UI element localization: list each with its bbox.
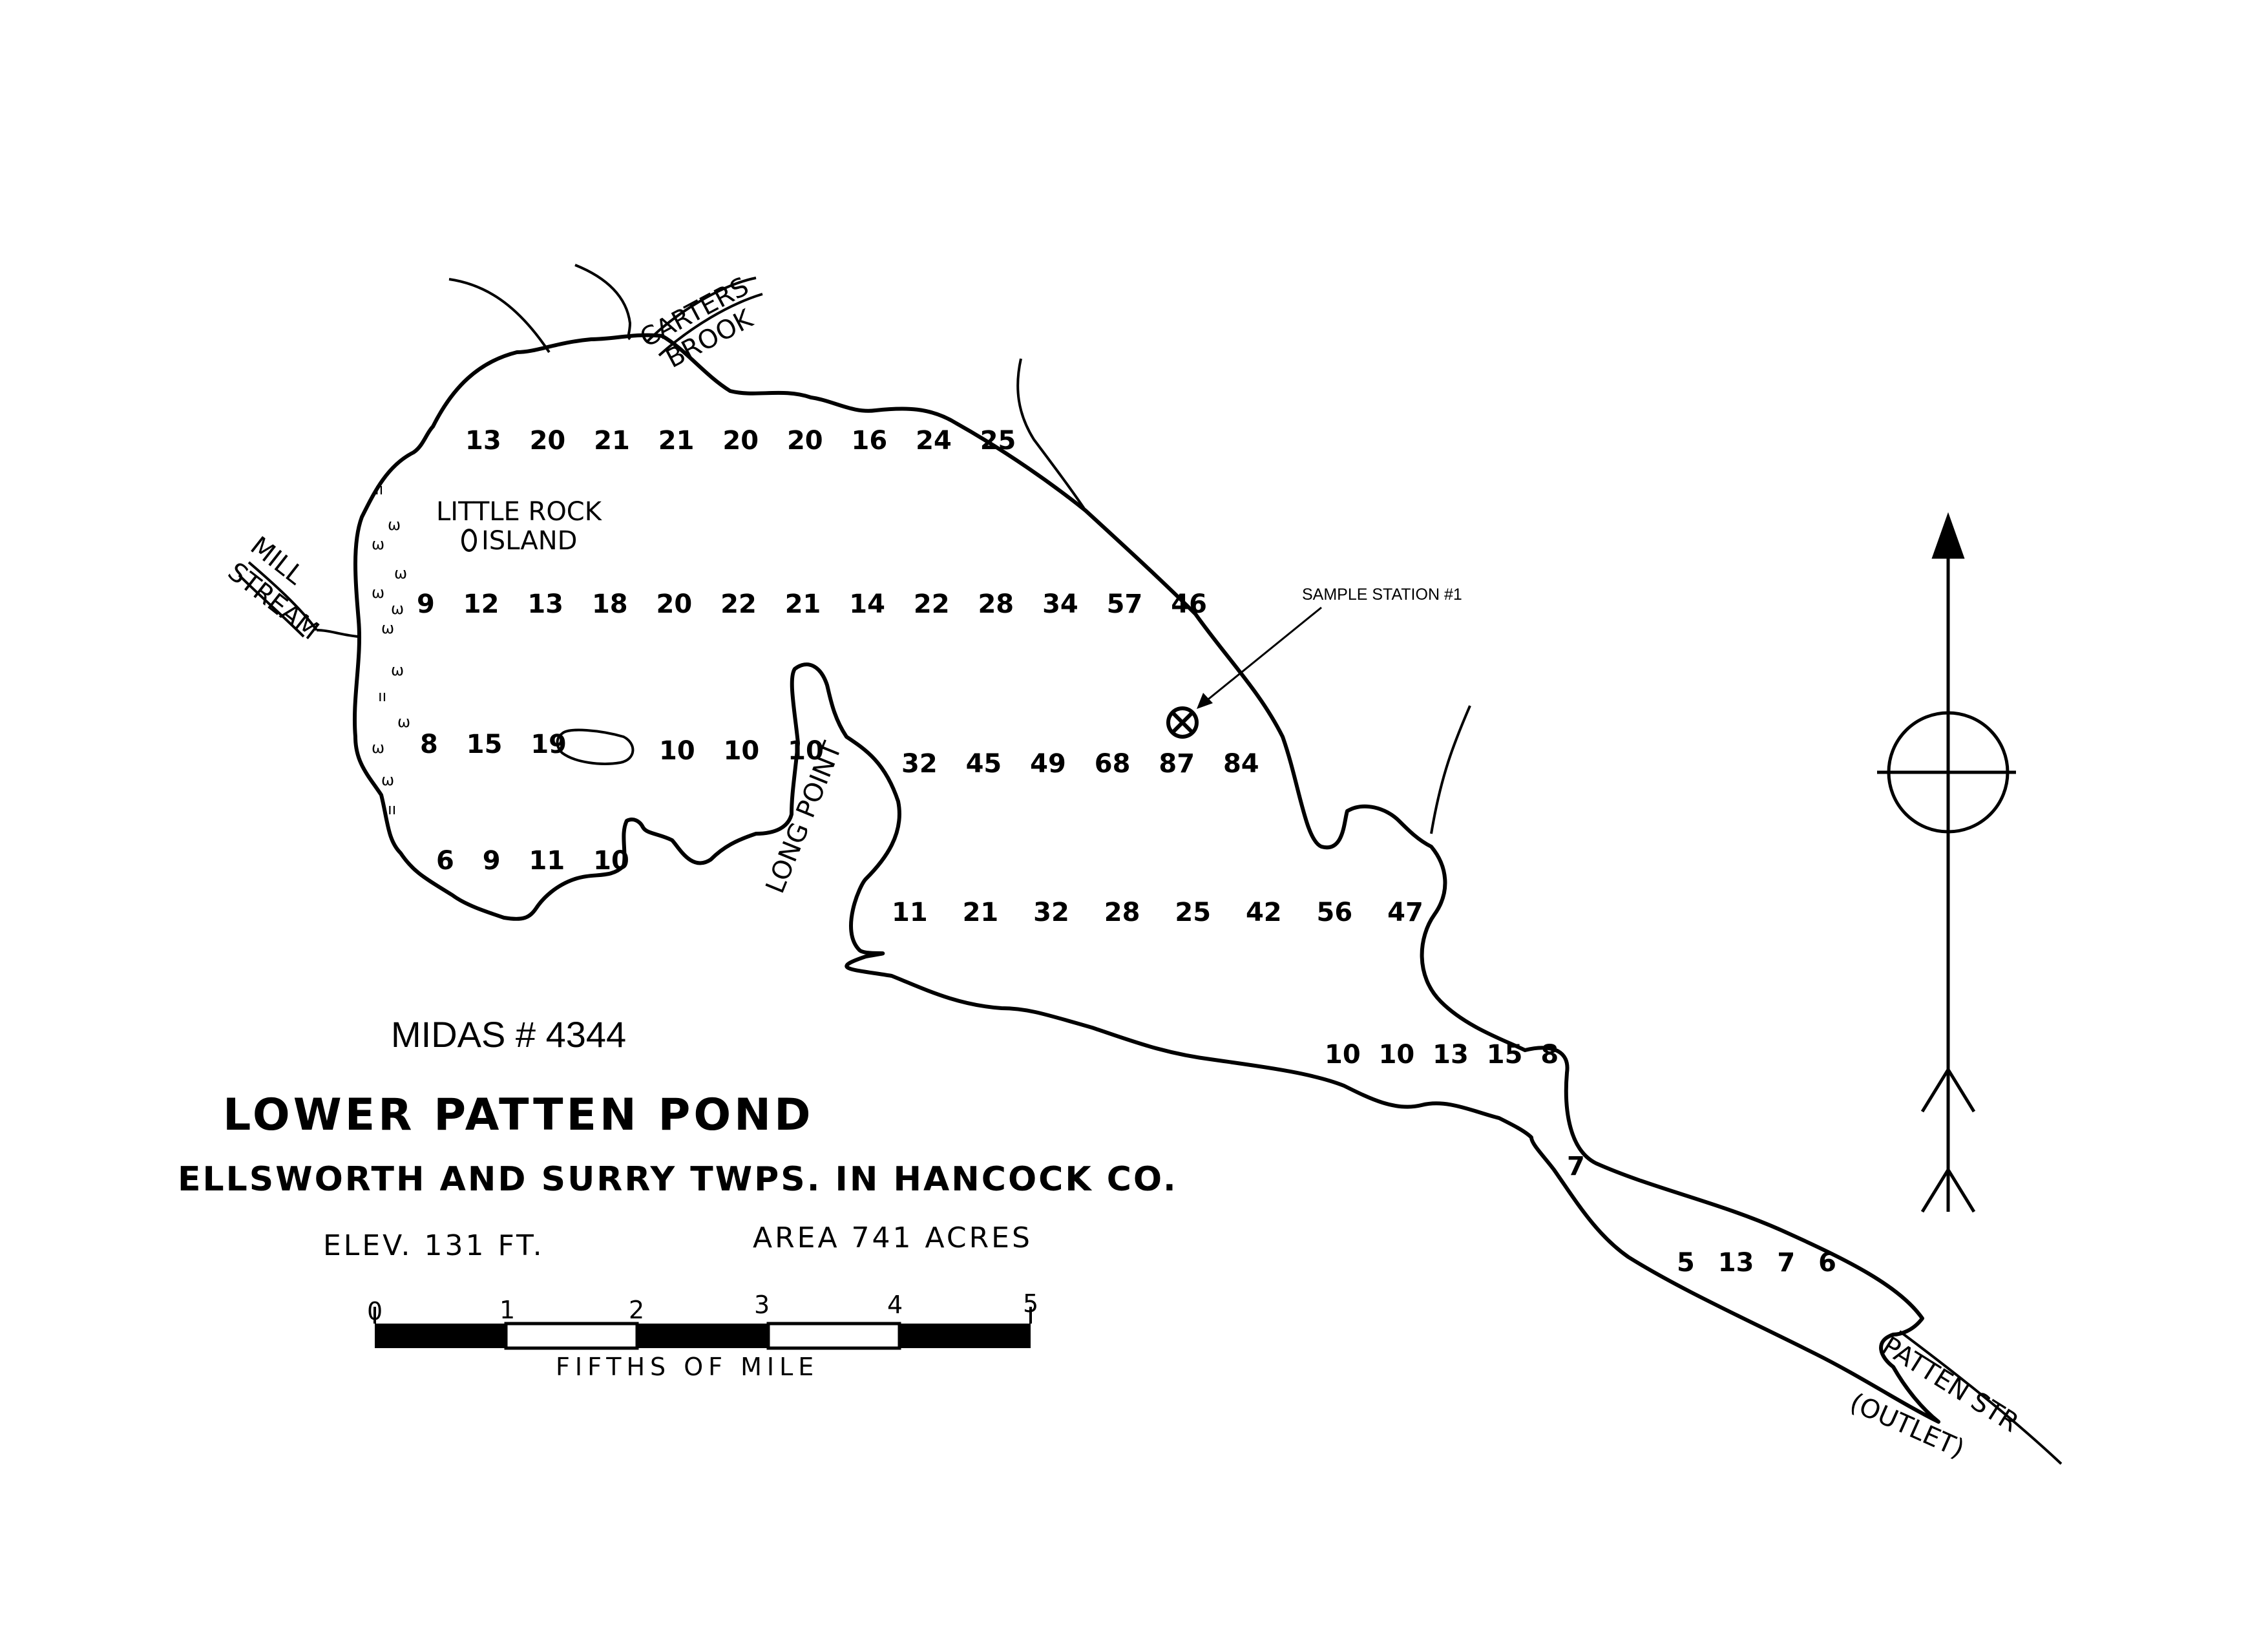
scale-tick-1: 1 <box>499 1296 515 1324</box>
scale-tick-5: 5 <box>1023 1289 1038 1318</box>
tributary-north <box>1016 358 1087 512</box>
map-title: LOWER PATTEN POND <box>223 1090 814 1141</box>
marsh-icon: ω <box>372 739 384 757</box>
little-rock-marker <box>461 529 477 552</box>
marsh-icon: ω <box>381 619 394 637</box>
depth-row-4a: 6 9 11 10 <box>436 846 629 876</box>
north-arrow-icon <box>1877 512 2016 1213</box>
marsh-icon: ıı <box>378 687 386 705</box>
depth-row-2: 9 12 13 18 20 22 21 14 22 28 34 57 46 <box>417 589 1207 619</box>
mill-stream-line <box>316 629 359 638</box>
patten-outlet-line <box>1898 1330 2063 1465</box>
island-shape <box>556 728 635 765</box>
scale-caption: FIFTHS OF MILE <box>556 1353 819 1381</box>
depth-row-3b: 10 10 10 <box>659 736 824 766</box>
mill-stream-line-2 <box>238 574 305 638</box>
carters-brook-line-2 <box>658 293 763 357</box>
scale-seg-4 <box>766 1322 901 1350</box>
label-little-rock: LITTLE ROCK <box>436 497 603 527</box>
marsh-icon: ω <box>388 516 401 534</box>
depth-row-4b: 11 21 32 28 25 42 56 47 <box>892 898 1423 927</box>
marsh-icon: ω <box>397 713 410 731</box>
scale-seg-3 <box>637 1324 768 1348</box>
scale-seg-2 <box>504 1322 639 1350</box>
scale-bar: 0 1 2 3 4 5 FIFTHS OF MILE <box>367 1289 1038 1381</box>
sample-station-arrow <box>1201 606 1322 706</box>
depth-row-3a: 8 15 19 <box>420 730 567 759</box>
sample-station-arrowhead <box>1197 693 1213 709</box>
tributaries <box>238 264 2063 1465</box>
tributary-nw-2 <box>574 264 632 341</box>
label-island: ISLAND <box>481 526 577 556</box>
marsh-icon: ω <box>372 535 384 553</box>
depth-row-5: 10 10 13 15 8 <box>1325 1040 1559 1070</box>
tributary-east <box>1430 705 1471 834</box>
sample-station-label: SAMPLE STATION #1 <box>1302 586 1462 604</box>
scale-tick-0: 0 <box>367 1297 383 1326</box>
marsh-icon: ıı <box>388 800 396 818</box>
marsh-icon: ω <box>391 661 404 679</box>
marsh-icon: ω <box>391 600 404 618</box>
mill-stream-line-1 <box>247 561 318 631</box>
depth-row-6: 7 <box>1567 1152 1585 1181</box>
scale-tick-3: 3 <box>754 1291 770 1319</box>
carters-brook-line-1 <box>645 277 757 344</box>
depth-row-7: 5 13 7 6 <box>1677 1248 1836 1278</box>
pond-shoreline <box>352 333 1940 1424</box>
scale-tick-2: 2 <box>629 1296 644 1324</box>
midas-id: MIDAS # 4344 <box>391 1014 626 1055</box>
tributary-nw-1 <box>448 278 551 354</box>
map-subtitle: ELLSWORTH AND SURRY TWPS. IN HANCOCK CO. <box>178 1160 1178 1199</box>
marsh-icon: ω <box>381 771 394 789</box>
elevation: ELEV. 131 FT. <box>323 1229 545 1262</box>
depth-soundings: 13 20 21 21 20 20 16 24 25 9 12 13 18 20… <box>417 426 1836 1278</box>
marsh-icon: ω <box>372 584 384 602</box>
area: AREA 741 ACRES <box>753 1221 1033 1254</box>
marsh-icon: ω <box>394 564 407 582</box>
scale-seg-5 <box>899 1324 1031 1348</box>
marsh-symbols: ıı ω ω ω ω ω ω ω ıı ω ω ω ıı <box>372 480 410 818</box>
scale-seg-1 <box>375 1324 506 1348</box>
marsh-icon: ıı <box>375 480 383 498</box>
sample-station-marker <box>1166 706 1199 739</box>
scale-tick-4: 4 <box>887 1291 903 1319</box>
depth-row-3c: 32 45 49 68 87 84 <box>901 749 1259 779</box>
depth-row-1: 13 20 21 21 20 20 16 24 25 <box>465 426 1016 456</box>
